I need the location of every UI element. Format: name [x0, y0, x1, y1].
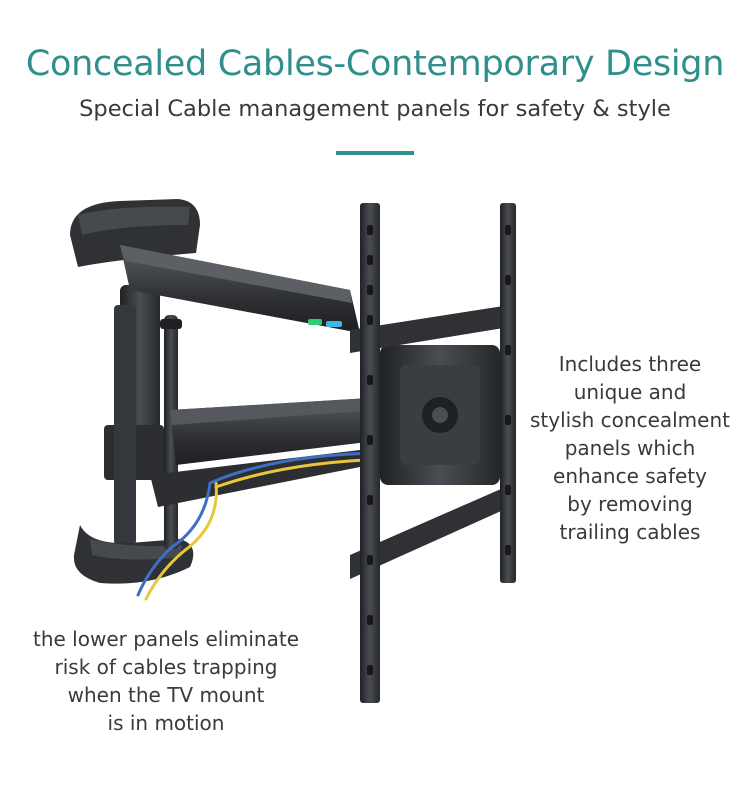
caption-line: unique and	[573, 380, 687, 404]
bottom-cap	[73, 525, 194, 584]
caption-line: enhance safety	[553, 464, 707, 488]
upper-arm	[120, 245, 360, 333]
caption-line: when the TV mount	[67, 683, 265, 707]
caption-line: the lower panels eliminate	[32, 627, 299, 651]
tv-vertical-rails	[360, 203, 516, 703]
indicator-cyan	[326, 321, 342, 327]
wall-plate	[104, 285, 164, 545]
caption-line: risk of cables trapping	[54, 655, 278, 679]
tilt-head	[380, 345, 500, 485]
page-title: Concealed Cables-Contemporary Design	[25, 44, 725, 84]
caption-line: trailing cables	[559, 520, 701, 544]
title-divider	[336, 151, 414, 155]
caption-line: stylish concealment	[530, 408, 730, 432]
caption-concealment-panels: Includes three unique and stylish concea…	[530, 350, 730, 546]
caption-line: Includes three	[558, 352, 702, 376]
tv-bracket-rails	[350, 305, 510, 579]
tv-wall-mount-illustration	[70, 199, 516, 703]
top-cap	[70, 199, 200, 267]
caption-line: by removing	[567, 492, 693, 516]
indicator-green	[308, 319, 322, 325]
page-subtitle: Special Cable management panels for safe…	[79, 96, 671, 122]
caption-line: is in motion	[107, 711, 225, 735]
caption-line: panels which	[564, 436, 696, 460]
caption-lower-panels: the lower panels eliminate risk of cable…	[26, 625, 306, 737]
